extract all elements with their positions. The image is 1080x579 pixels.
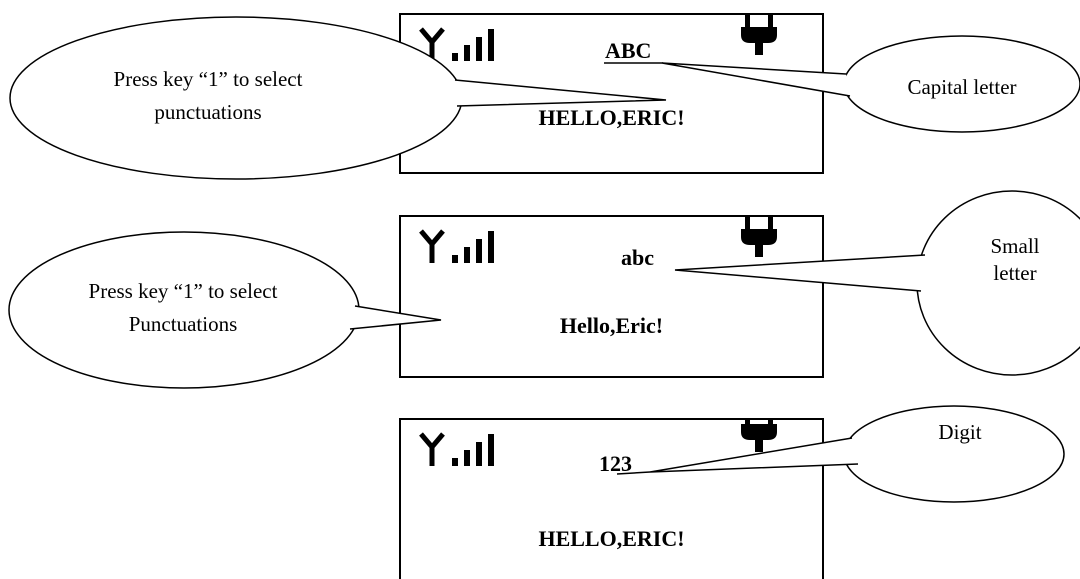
message-text: Hello,Eric! [559,313,664,338]
callout-line: Small [990,234,1040,258]
signal-icon [419,27,494,61]
signal-icon [419,229,494,263]
plug-icon [741,217,777,257]
callout-text-capital: Capital letter [907,75,1017,99]
message-text: HELLO,ERIC! [538,105,685,130]
callout-line: Press key “1” to select [113,67,303,91]
input-mode-indicator: 123 [599,451,632,476]
phone-screen-capital: ABC HELLO,ERIC! [399,13,824,174]
callout-text-punctuations-2: Press key “1” to select Punctuations [33,275,333,340]
plug-icon [741,420,777,452]
callout-line: letter [993,261,1037,286]
phone-screen-small: abc Hello,Eric! [399,215,824,378]
callout-line: Punctuations [128,311,238,336]
input-mode-indicator: ABC [605,38,652,63]
callout-line: Press key “1” to select [88,279,278,303]
input-mode-indicator: abc [621,245,654,270]
callout-text-punctuations: Press key “1” to select punctuations [58,63,358,128]
signal-icon [419,432,494,466]
phone-screen-digit: 123 HELLO,ERIC! [399,418,824,579]
callout-text-digit: Digit [938,420,982,444]
message-text: HELLO,ERIC! [538,526,685,551]
callout-text-small: Small letter [960,233,1070,288]
plug-icon [741,15,777,55]
callout-line: punctuations [154,99,262,124]
